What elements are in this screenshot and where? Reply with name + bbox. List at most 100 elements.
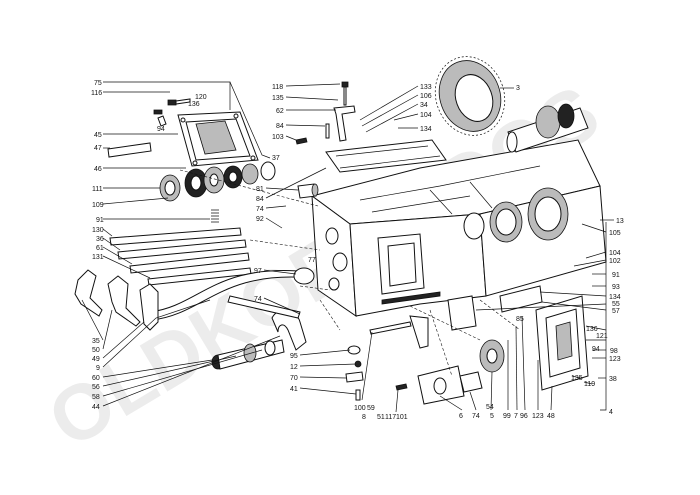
label-103: 103 xyxy=(272,134,284,141)
label-91-right: 91 xyxy=(612,272,620,279)
label-81: 81 xyxy=(256,186,264,193)
label-61: 61 xyxy=(96,245,104,252)
label-133: 133 xyxy=(420,84,432,91)
label-94-right: 94 xyxy=(592,346,600,353)
label-104-right: 104 xyxy=(609,250,621,257)
small-screws-top-left xyxy=(153,98,191,127)
label-45: 45 xyxy=(94,132,102,139)
label-60: 60 xyxy=(92,375,100,382)
label-7: 7 xyxy=(514,413,518,420)
gearbox-housing xyxy=(310,139,607,317)
label-38: 38 xyxy=(609,376,617,383)
label-94-top: 94 xyxy=(157,126,165,133)
label-91-left: 91 xyxy=(96,217,104,224)
parts-drawing xyxy=(74,56,607,405)
label-98: 98 xyxy=(610,348,618,355)
label-48: 48 xyxy=(547,413,555,420)
label-119: 119 xyxy=(584,381,595,388)
label-101: 101 xyxy=(396,414,408,421)
label-116: 116 xyxy=(91,90,102,97)
pinion-shaft xyxy=(506,103,589,153)
label-131: 131 xyxy=(92,254,104,261)
label-59: 59 xyxy=(367,405,375,412)
label-35: 35 xyxy=(92,338,100,345)
label-70: 70 xyxy=(290,375,298,382)
label-134-right: 134 xyxy=(609,294,621,301)
label-12: 12 xyxy=(290,364,298,371)
bushing-81 xyxy=(297,183,319,199)
label-136-top: 136 xyxy=(188,101,200,108)
label-37: 37 xyxy=(272,155,280,162)
label-85: 85 xyxy=(516,316,524,323)
label-100: 100 xyxy=(354,405,366,412)
shift-forks xyxy=(74,269,159,331)
crown-wheel xyxy=(434,56,506,136)
label-4: 4 xyxy=(609,409,613,416)
lever-bracket xyxy=(409,285,543,349)
label-3: 3 xyxy=(516,85,520,92)
ring-97 xyxy=(293,267,315,285)
label-102: 102 xyxy=(609,258,621,265)
leader-lines xyxy=(81,81,614,413)
label-84-top: 84 xyxy=(276,123,284,130)
top-cover-plate xyxy=(177,111,259,167)
label-9: 9 xyxy=(96,365,100,372)
label-77: 77 xyxy=(308,257,316,264)
label-123-bottom: 123 xyxy=(532,413,544,420)
label-41: 41 xyxy=(290,386,298,393)
label-84-mid: 84 xyxy=(256,196,264,203)
label-104-top: 104 xyxy=(420,112,432,119)
pin-47 xyxy=(107,142,152,158)
label-8: 8 xyxy=(362,414,366,421)
label-120: 120 xyxy=(195,94,207,101)
housing-top-cover xyxy=(325,139,447,173)
label-5: 5 xyxy=(490,413,494,420)
right-side-cover xyxy=(535,295,589,391)
label-135: 135 xyxy=(272,95,284,102)
label-118: 118 xyxy=(272,84,283,91)
label-56: 56 xyxy=(92,384,100,391)
label-74-mid: 74 xyxy=(256,206,264,213)
label-57: 57 xyxy=(612,308,620,315)
label-96: 96 xyxy=(520,413,528,420)
label-93: 93 xyxy=(612,284,620,291)
label-105: 105 xyxy=(609,230,621,237)
label-135-right: 135 xyxy=(571,375,583,382)
label-44: 44 xyxy=(92,404,100,411)
support-bracket-6 xyxy=(417,365,465,405)
label-74-bottom: 74 xyxy=(472,413,480,420)
label-58: 58 xyxy=(92,394,100,401)
label-95: 95 xyxy=(290,353,298,360)
label-134-top: 134 xyxy=(420,126,432,133)
label-13: 13 xyxy=(616,218,624,225)
label-36: 36 xyxy=(96,236,104,243)
label-97: 97 xyxy=(254,268,262,275)
label-136-right: 136 xyxy=(586,326,598,333)
small-fittings-bottom xyxy=(345,321,412,401)
label-34: 34 xyxy=(420,102,428,109)
label-109: 109 xyxy=(92,202,104,209)
label-74-low: 74 xyxy=(254,296,262,303)
label-54: 54 xyxy=(486,404,494,411)
label-75: 75 xyxy=(94,80,102,87)
label-92: 92 xyxy=(256,216,264,223)
gear-5 xyxy=(479,339,505,373)
label-106: 106 xyxy=(420,93,432,100)
label-62: 62 xyxy=(276,108,284,115)
link-rod-74 xyxy=(227,295,301,319)
label-49: 49 xyxy=(92,356,100,363)
label-123-right: 123 xyxy=(609,356,621,363)
label-46: 46 xyxy=(94,166,102,173)
top-screws-center xyxy=(295,81,356,145)
label-50: 50 xyxy=(92,347,100,354)
callout-labels: 75 116 120 136 94 45 47 46 111 109 37 91… xyxy=(91,80,624,421)
label-111: 111 xyxy=(92,186,103,193)
sleeve-54 xyxy=(459,371,483,393)
label-130: 130 xyxy=(92,227,104,234)
spring-91 xyxy=(211,209,219,223)
label-99: 99 xyxy=(503,413,511,420)
label-121: 121 xyxy=(596,333,608,340)
label-47: 47 xyxy=(94,145,102,152)
